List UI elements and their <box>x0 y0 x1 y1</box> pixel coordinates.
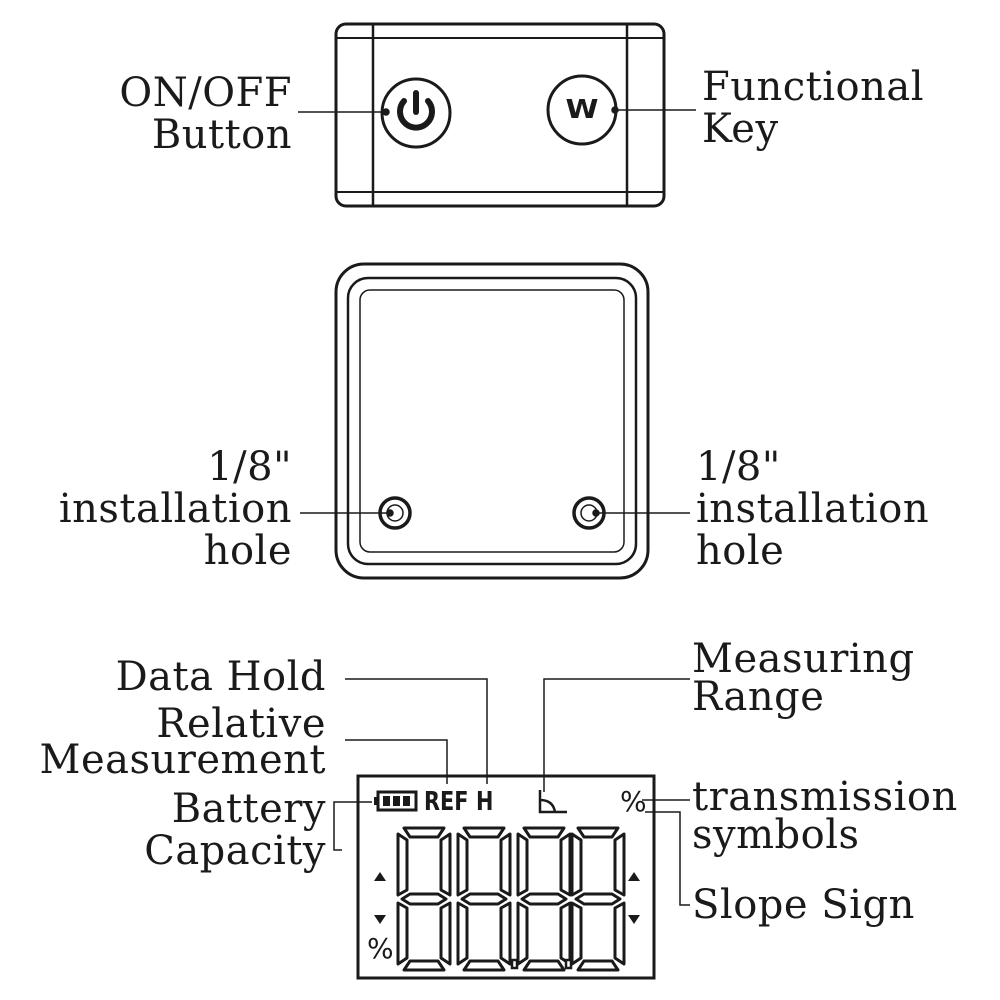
installation-hole-right <box>572 496 606 530</box>
left-hole-label: 1/8" installation hole <box>59 446 292 572</box>
slope-sign-label: Slope Sign <box>692 882 915 928</box>
label-line: Capacity <box>144 828 326 874</box>
lcd-percent-bottom: % <box>367 932 394 965</box>
data-hold-label: Data Hold <box>115 654 326 700</box>
lcd-digit-4 <box>570 826 626 972</box>
right-hole-label: 1/8" installation hole <box>696 446 929 572</box>
label-line: Button <box>151 112 292 158</box>
callout-lines-lcd <box>333 678 690 906</box>
lcd-digit-1 <box>396 826 452 972</box>
label-line: ON/OFF <box>119 70 292 116</box>
label-line: installation <box>58 486 292 532</box>
callout-lines-top <box>298 106 696 116</box>
label-line: Relative <box>156 701 326 747</box>
power-button-label: ON/OFF Button <box>119 72 292 156</box>
lcd-percent-top: % <box>620 785 647 818</box>
label-line: hole <box>696 528 785 574</box>
lcd-hold-indicator: H <box>476 787 494 817</box>
label-line: Range <box>692 674 825 720</box>
lcd-decimal-points <box>510 958 573 970</box>
label-line: transmission <box>692 774 958 820</box>
label-line: symbols <box>692 812 860 858</box>
battery-capacity-label: Battery Capacity <box>144 788 326 872</box>
lcd-digit-3 <box>516 826 572 972</box>
relative-measurement-label: Relative Measurement <box>39 701 327 783</box>
battery-icon <box>374 790 418 812</box>
device-top-view <box>334 22 666 208</box>
label-line: Battery <box>171 786 326 832</box>
label-line: Key <box>702 106 779 152</box>
power-button[interactable] <box>380 77 452 149</box>
label-line: 1/8" <box>696 444 781 490</box>
label-line: Measurement <box>39 737 326 783</box>
callout-lines-back <box>300 509 690 517</box>
label-line: Measuring <box>692 636 915 682</box>
device-back-view <box>334 262 650 580</box>
lcd-digit-2 <box>456 826 512 972</box>
label-line: 1/8" <box>207 444 292 490</box>
function-key-label: Functional Key <box>702 66 924 150</box>
measuring-range-label: Measuring Range <box>692 636 915 720</box>
angle-icon <box>538 790 567 814</box>
lcd-digits <box>396 826 626 972</box>
function-button-glyph: W <box>565 95 599 125</box>
label-line: Functional <box>702 64 925 110</box>
down-arrow-icon <box>374 915 640 924</box>
power-icon <box>397 90 435 131</box>
installation-hole-left <box>378 496 412 530</box>
label-line: hole <box>203 528 292 574</box>
up-arrow-icon <box>374 872 640 881</box>
lcd-ref-indicator: REF <box>424 787 469 817</box>
transmission-symbols-label: transmission symbols <box>692 774 958 858</box>
label-line: installation <box>696 486 930 532</box>
